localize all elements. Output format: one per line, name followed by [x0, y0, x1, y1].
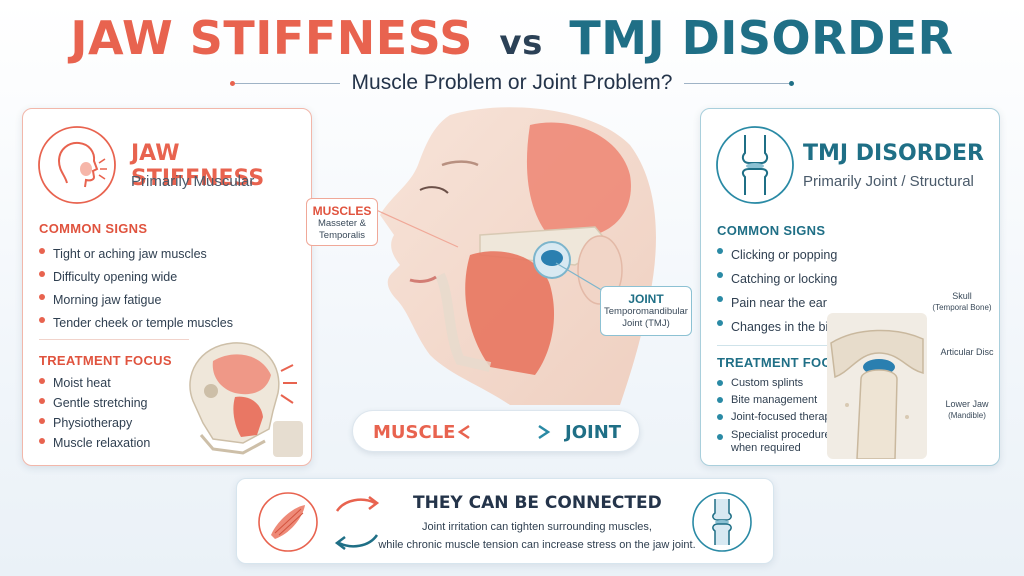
tmj-disorder-subtitle: Primarily Joint / Structural — [803, 173, 974, 190]
tmj-disorder-panel: TMJ DISORDER Primarily Joint / Structura… — [700, 108, 1000, 466]
jaw-sublabel-text: (Mandible) — [948, 411, 986, 420]
knee-joint-icon — [716, 126, 794, 204]
muscle-fiber-icon — [258, 492, 318, 552]
list-item: Morning jaw fatigue — [39, 289, 233, 312]
title-vs: vs — [499, 23, 543, 63]
section-divider — [39, 339, 189, 340]
joint-bone-icon — [692, 492, 752, 552]
list-item: Gentle stretching — [39, 393, 150, 413]
disc-label: Articular Disc — [940, 347, 994, 357]
skull-muscle-illustration — [189, 342, 303, 457]
list-item: Joint-focused therapy — [717, 409, 837, 426]
list-item: Clicking or popping — [717, 243, 839, 267]
skull-sublabel-text: (Temporal Bone) — [932, 303, 992, 312]
common-signs-heading: COMMON SIGNS — [39, 221, 148, 236]
jaw-signs-list: Tight or aching jaw muscles Difficulty o… — [39, 243, 233, 335]
title-tmj-disorder: TMJ DISORDER — [569, 11, 954, 65]
muscles-label: MUSCLES — [312, 204, 372, 218]
list-item: Muscle relaxation — [39, 433, 150, 453]
subtitle-row: Muscle Problem or Joint Problem? — [230, 66, 794, 100]
muscles-callout: MUSCLES Masseter & Temporalis — [306, 198, 378, 246]
tmj-disorder-title: TMJ DISORDER — [803, 141, 984, 166]
head-profile-icon — [38, 126, 116, 204]
jaw-stiffness-title: JAW STIFFNESS — [131, 141, 265, 191]
tmj-treatment-list: Custom splints Bite management Joint-foc… — [717, 375, 837, 455]
jaw-treatment-list: Moist heat Gentle stretching Physiothera… — [39, 373, 150, 453]
skull-label: Skull (Temporal Bone) — [925, 291, 999, 313]
list-item: Difficulty opening wide — [39, 266, 233, 289]
common-signs-heading: COMMON SIGNS — [717, 223, 826, 238]
divider-line-left — [235, 82, 340, 84]
page-title: JAW STIFFNESS vs TMJ DISORDER — [0, 10, 1024, 71]
muscle-word: MUSCLE — [373, 422, 456, 443]
list-item: Tight or aching jaw muscles — [39, 243, 233, 266]
list-item: Moist heat — [39, 373, 150, 393]
list-item: Changes in the bite — [717, 315, 839, 339]
list-item: Catching or locking — [717, 267, 839, 291]
treatment-focus-heading: TREATMENT FOCUS — [717, 355, 850, 370]
skull-label-text: Skull — [952, 291, 972, 301]
divider-dot-left — [230, 80, 235, 86]
connection-line-2: while chronic muscle tension can increas… — [378, 539, 696, 551]
tmj-joint-closeup — [827, 313, 927, 459]
list-item: Specialist procedures when required — [717, 429, 837, 455]
joint-sublabel-2: Joint (TMJ) — [622, 318, 670, 329]
list-item: Pain near the ear — [717, 291, 839, 315]
list-item: Custom splints — [717, 375, 837, 392]
joint-callout: JOINT Temporomandibular Joint (TMJ) — [600, 286, 692, 336]
double-arrow-icon — [457, 424, 551, 440]
divider-line-right — [684, 82, 789, 84]
list-item: Physiotherapy — [39, 413, 150, 433]
list-item: Bite management — [717, 392, 837, 409]
jaw-stiffness-subtitle: Primarily Muscular — [131, 173, 255, 190]
cycle-arrows-icon — [334, 496, 380, 550]
list-item: Tender cheek or temple muscles — [39, 312, 233, 335]
page-subtitle: Muscle Problem or Joint Problem? — [351, 71, 673, 94]
tmj-signs-list: Clicking or popping Catching or locking … — [717, 243, 839, 339]
joint-label: JOINT — [628, 292, 664, 306]
muscle-joint-pill: MUSCLE JOINT — [352, 410, 640, 452]
connection-line-1: Joint irritation can tighten surrounding… — [422, 521, 652, 533]
jaw-stiffness-panel: JAW STIFFNESS Primarily Muscular COMMON … — [22, 108, 312, 466]
jaw-label-text: Lower Jaw — [945, 399, 989, 409]
section-divider — [717, 345, 847, 346]
title-jaw-stiffness: JAW STIFFNESS — [70, 11, 473, 65]
joint-sublabel-1: Temporomandibular — [604, 306, 688, 317]
face-anatomy-illustration — [373, 107, 656, 405]
jaw-label: Lower Jaw (Mandible) — [935, 399, 999, 421]
divider-dot-right — [789, 80, 794, 86]
joint-word: JOINT — [565, 422, 622, 443]
muscles-sublabel-1: Masseter & — [317, 218, 367, 229]
connection-title: THEY CAN BE CONNECTED — [413, 493, 662, 513]
treatment-focus-heading: TREATMENT FOCUS — [39, 353, 172, 368]
muscles-sublabel-2: Temporalis — [319, 230, 365, 241]
connection-box: THEY CAN BE CONNECTED Joint irritation c… — [236, 478, 774, 564]
